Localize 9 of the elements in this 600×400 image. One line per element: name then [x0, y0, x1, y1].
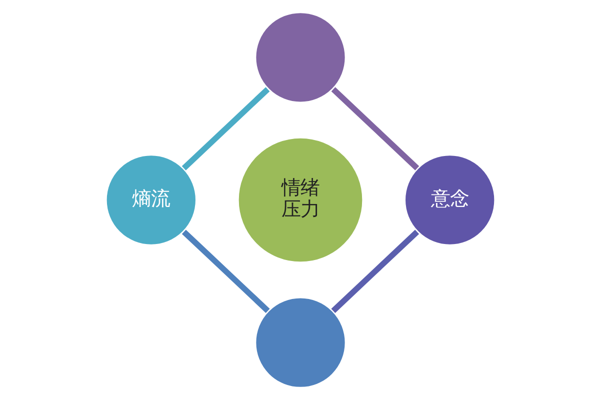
node-circle: 熵流: [104, 154, 197, 246]
node-circle: 意念: [403, 154, 496, 246]
connector: [330, 230, 419, 313]
connector: [181, 230, 270, 313]
connector: [181, 87, 270, 170]
connector: [330, 87, 419, 170]
node-circle: 情绪 压力: [236, 136, 364, 264]
node-circle: [254, 296, 346, 389]
node-circle: [254, 11, 346, 104]
